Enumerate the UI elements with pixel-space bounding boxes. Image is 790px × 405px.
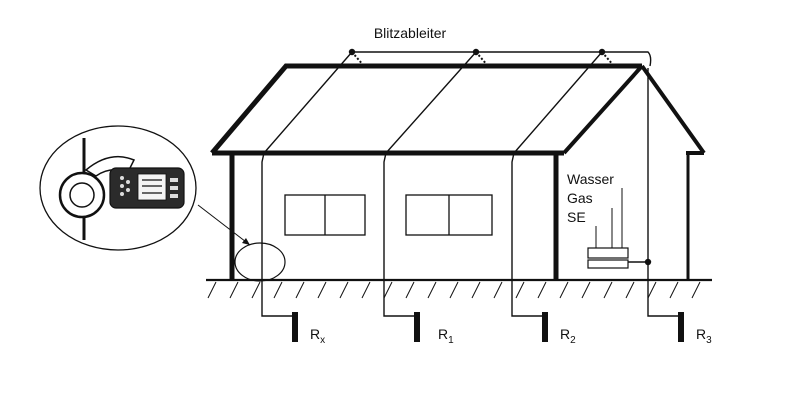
clamp-meter-callout [39,125,197,251]
resistor-label-r2: R2 [560,326,576,346]
ground-rod-r2 [542,312,548,342]
water-label: Wasser [567,171,614,187]
down-conductors [261,51,678,317]
house-roof [210,63,706,156]
lightning-rod-label: Blitzableiter [374,25,447,41]
resistor-label-r1: R1 [438,326,454,346]
callout-arrowhead [242,238,250,245]
window-left [284,194,366,236]
house-walls [229,153,690,280]
bonding-bar [587,188,648,269]
gas-label: Gas [567,190,593,206]
ground-rod-r3 [678,312,684,342]
ridge-conductor [351,51,652,67]
ground-rod-r1 [414,312,420,342]
window-right [405,194,493,236]
ground [206,278,712,299]
resistor-label-r3: R3 [696,326,712,346]
clamp-meter-icon [109,167,185,209]
callout-line [197,204,251,246]
measurement-point-ellipse [234,242,286,282]
resistor-label-rx: Rx [310,326,325,346]
ground-rod-rx [292,312,298,342]
bonding-junction [644,258,652,266]
se-label: SE [567,209,586,225]
